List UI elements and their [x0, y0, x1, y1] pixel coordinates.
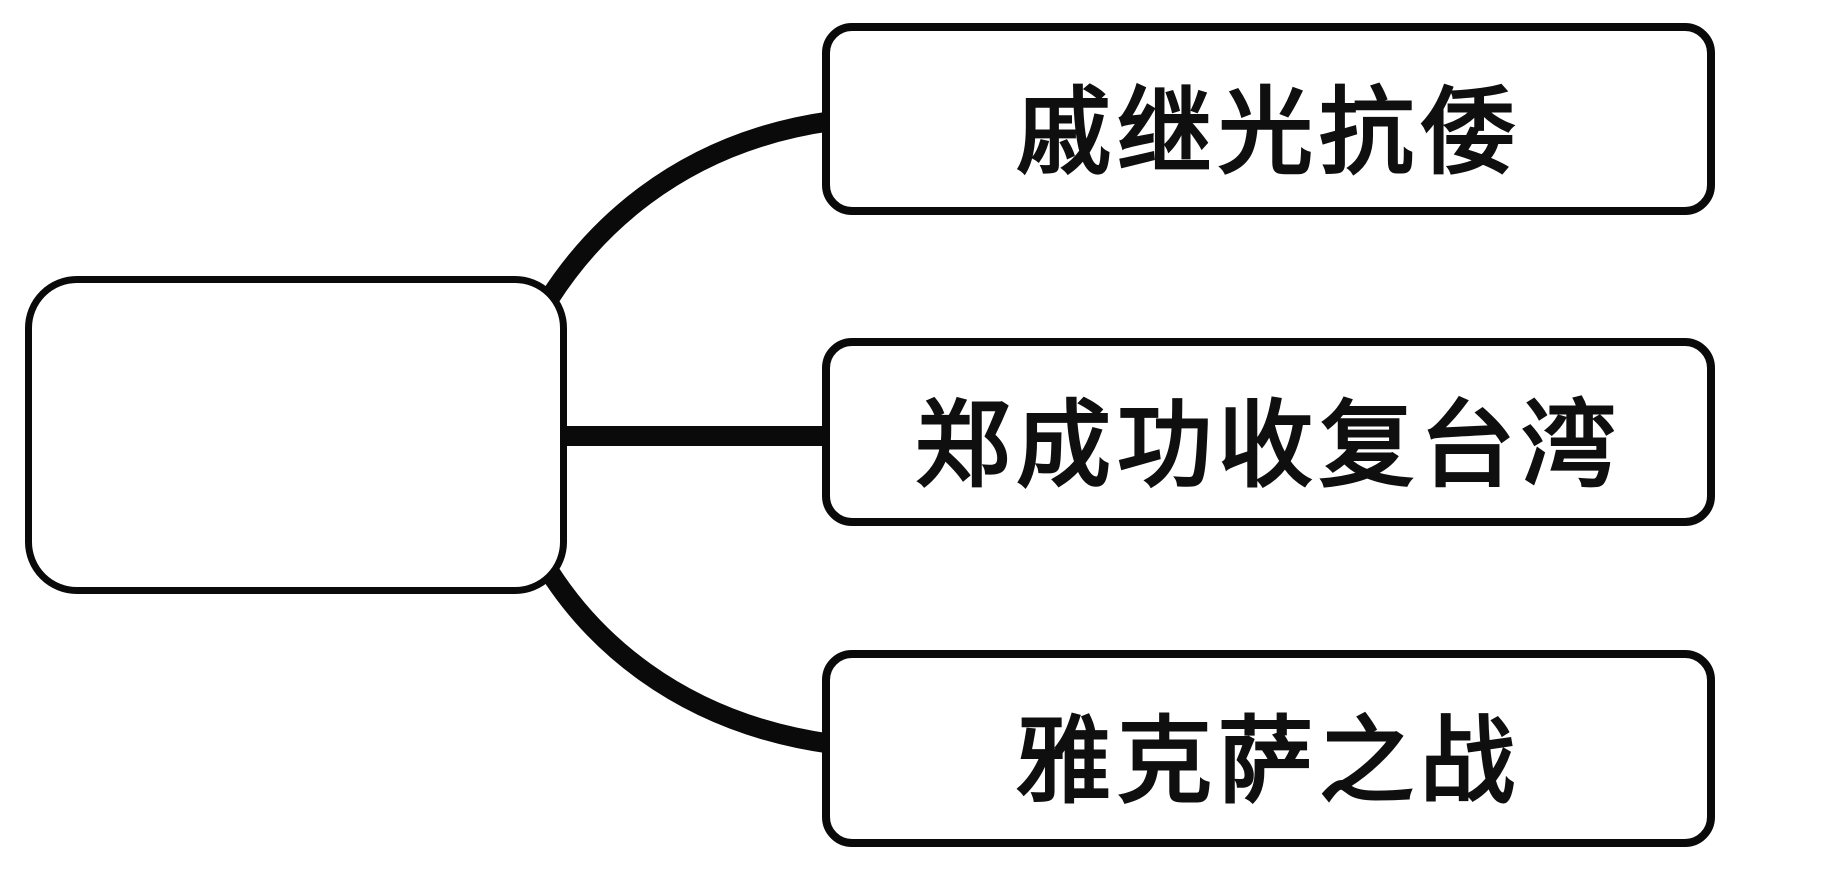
root-node-empty [25, 276, 567, 594]
branch-node-zheng-chenggong: 郑成功收复台湾 [822, 338, 1715, 526]
connector-bottom-branch [540, 565, 834, 754]
branch-node-yaksa: 雅克萨之战 [822, 650, 1715, 847]
branch-node-qi-jiguang: 戚继光抗倭 [822, 23, 1715, 215]
branch-node-label: 雅克萨之战 [1015, 709, 1521, 815]
branch-node-label: 郑成功收复台湾 [914, 392, 1622, 499]
connector-top-branch [540, 111, 834, 305]
branch-node-label: 戚继光抗倭 [1015, 79, 1521, 186]
